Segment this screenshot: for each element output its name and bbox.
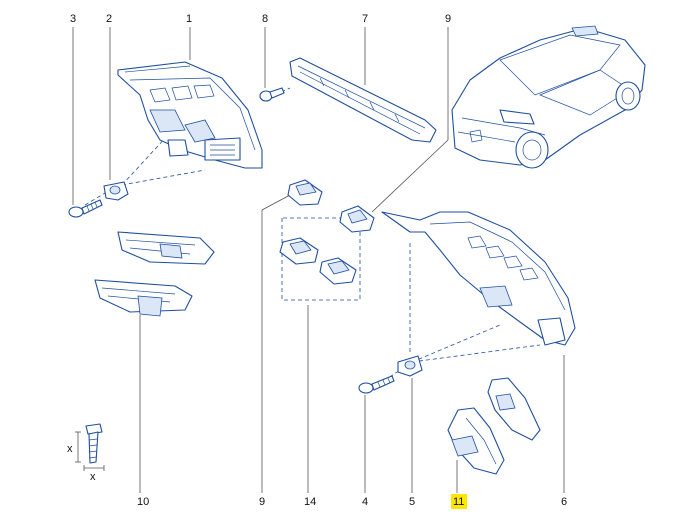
part-5-clip-nut (397, 355, 423, 377)
part-11-lower-lamps-right (447, 377, 541, 475)
callout-4-bottom: 4 (362, 496, 368, 508)
callout-9-bottom: 9 (259, 496, 265, 508)
part-9-connector-right (339, 205, 375, 233)
part-2-clip-nut (103, 181, 129, 201)
part-9-connector-upper (287, 179, 323, 206)
dimension-label-vertical: x (67, 443, 73, 455)
part-1-left-rear-lamp (117, 61, 263, 169)
callout-10-bottom: 10 (137, 496, 149, 508)
callout-8-top: 8 (262, 13, 268, 25)
car-illustration (451, 25, 646, 169)
part-8-screw (259, 87, 285, 102)
leader-lines (72, 27, 565, 493)
callout-2-top: 2 (106, 13, 112, 25)
assembly-dashed-lines (84, 87, 541, 386)
part-7-stop-lamp-bar (289, 57, 437, 143)
part-14-plate-lamps (279, 237, 357, 285)
part-4-screw (358, 375, 395, 394)
callout-5-bottom: 5 (409, 496, 415, 508)
callout-11-bottom: 11 (453, 496, 464, 508)
part-6-right-rear-lamp (381, 211, 576, 346)
part-3-screw (68, 199, 103, 218)
screw-dimension-icon: x x (67, 423, 105, 483)
callout-3-top: 3 (70, 13, 76, 25)
callout-7-top: 7 (362, 13, 368, 25)
callout-9-top: 9 (445, 13, 451, 25)
dimension-label-horizontal: x (90, 471, 96, 483)
callout-14-bottom: 14 (304, 496, 316, 508)
callout-6-bottom: 6 (561, 496, 567, 508)
part-10-lower-lamps-left (94, 231, 215, 317)
callout-11-highlight (451, 494, 467, 509)
callout-1-top: 1 (186, 13, 192, 25)
